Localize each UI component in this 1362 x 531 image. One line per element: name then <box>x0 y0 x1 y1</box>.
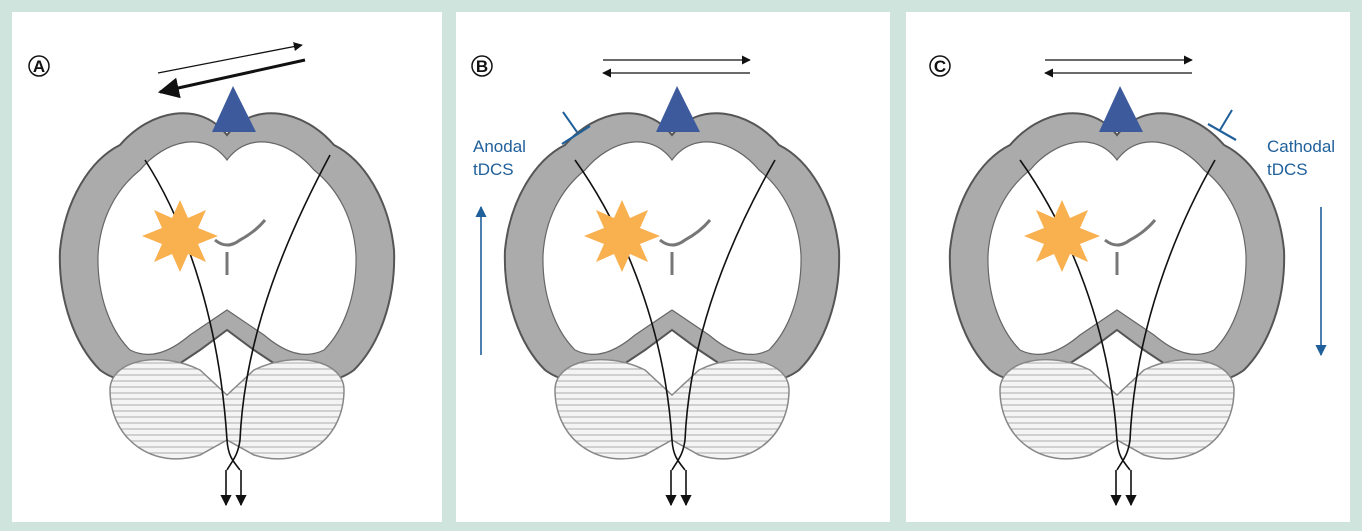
panel-b: B Anodal tDCS <box>456 12 890 522</box>
panel-c: C Cathodal tDCS <box>906 12 1350 522</box>
panel-b-letter: B <box>476 57 488 76</box>
panel-c-stim-label-line2: tDCS <box>1267 160 1308 179</box>
panel-b-stim-label-line2: tDCS <box>473 160 514 179</box>
panel-c-stim-label-line1: Cathodal <box>1267 137 1335 156</box>
panel-a-letter: A <box>33 57 45 76</box>
panel-c-letter: C <box>934 57 946 76</box>
panel-a: A <box>12 12 442 522</box>
panel-b-stim-label-line1: Anodal <box>473 137 526 156</box>
